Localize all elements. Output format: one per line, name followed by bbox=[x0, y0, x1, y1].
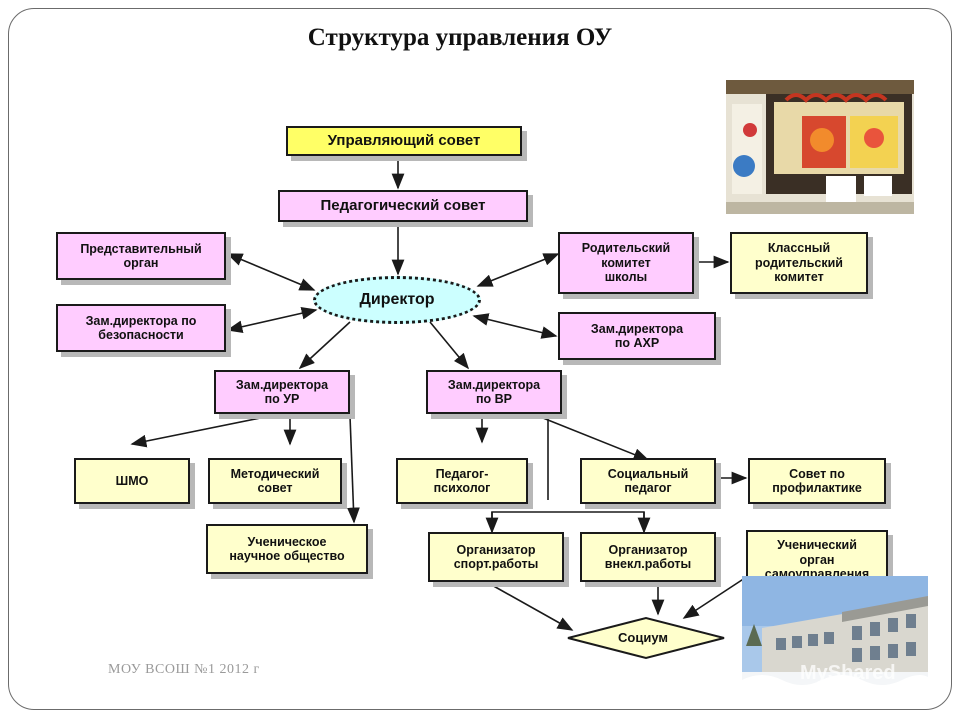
watermark: MyShared bbox=[800, 662, 896, 684]
node-upravlyayushchiy-sovet: Управляющий совет bbox=[286, 126, 522, 156]
node-roditelskiy-komitet: Родительский комитет школы bbox=[558, 232, 694, 294]
node-organizator-vnekl: Организатор внекл.работы bbox=[580, 532, 716, 582]
node-uchenicheskoe-nauchnoe-obshchestvo: Ученическое научное общество bbox=[206, 524, 368, 574]
node-zam-bezopasnost: Зам.директора по безопасности bbox=[56, 304, 226, 352]
node-klassnyy-komitet: Классный родительский комитет bbox=[730, 232, 868, 294]
node-predstavitelnyy-organ: Представительный орган bbox=[56, 232, 226, 280]
node-zam-ur: Зам.директора по УР bbox=[214, 370, 350, 414]
node-director: Директор bbox=[313, 276, 481, 324]
node-zam-ahr: Зам.директора по АХР bbox=[558, 312, 716, 360]
node-socium: Социум bbox=[618, 630, 668, 645]
node-pedagog-psiholog: Педагог- психолог bbox=[396, 458, 528, 504]
node-shmo: ШМО bbox=[74, 458, 190, 504]
footer-text: МОУ ВСОШ №1 2012 г bbox=[108, 662, 260, 677]
bulletin-board-photo bbox=[726, 80, 914, 214]
node-zam-vr: Зам.директора по ВР bbox=[426, 370, 562, 414]
node-sovet-po-profilaktike: Совет по профилактике bbox=[748, 458, 886, 504]
node-metodicheskiy-sovet: Методический совет bbox=[208, 458, 342, 504]
node-organizator-sport: Организатор спорт.работы bbox=[428, 532, 564, 582]
page-title: Структура управления ОУ bbox=[307, 24, 613, 51]
socium-diamond bbox=[567, 616, 725, 660]
node-socialnyy-pedagog: Социальный педагог bbox=[580, 458, 716, 504]
school-building-photo: MyShared bbox=[742, 576, 928, 706]
node-pedagogicheskiy-sovet: Педагогический совет bbox=[278, 190, 528, 222]
